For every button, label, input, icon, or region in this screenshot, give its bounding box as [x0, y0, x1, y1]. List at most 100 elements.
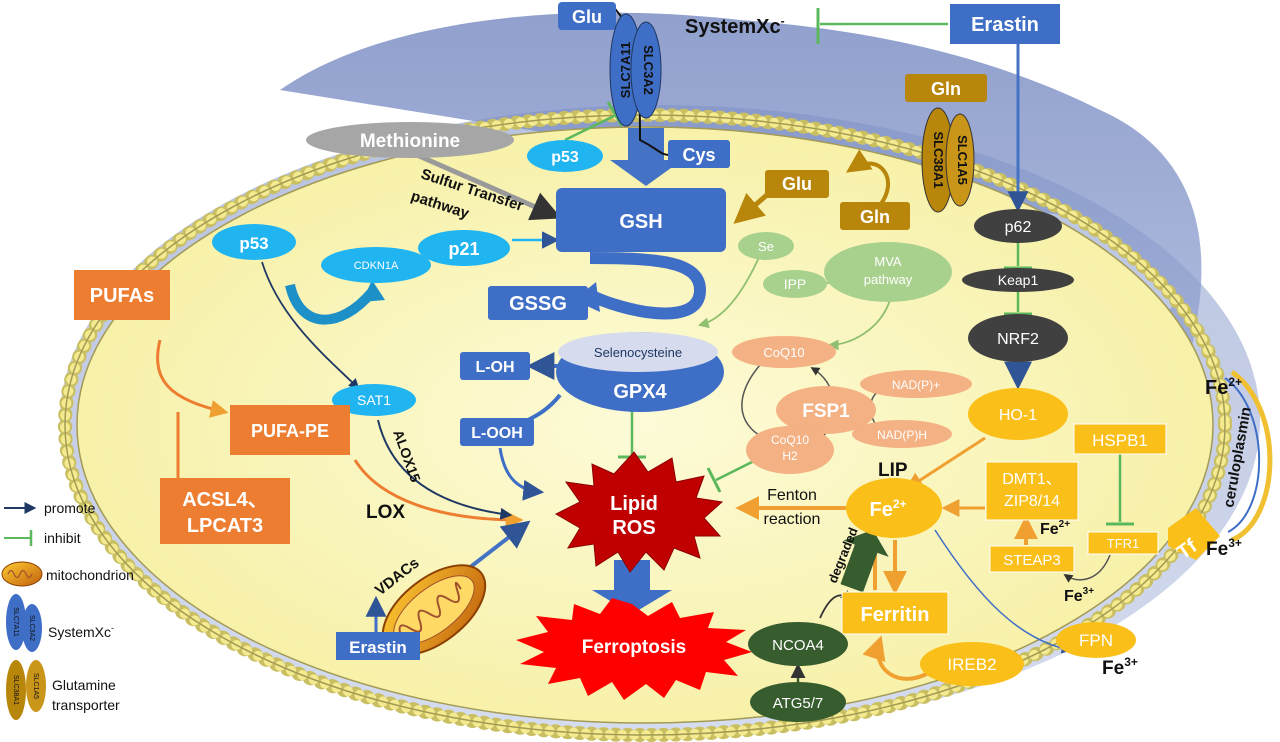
legend-slc3a2: SLC3A2 [28, 615, 35, 641]
methionine-gsh-arrow [408, 149, 562, 221]
lipid-ros-burst [554, 451, 724, 573]
erastin-top-box [950, 4, 1060, 44]
gssg-label: GSSG [509, 293, 567, 315]
ceruloplasmin-arc-inner [1224, 377, 1261, 533]
cys-label: Cys [682, 145, 715, 165]
looh-box [460, 418, 534, 446]
coq10-node [732, 336, 836, 368]
fpn-node [1056, 622, 1136, 658]
gln-glu-arrow [846, 149, 891, 207]
pufas-pufape-arrow [156, 339, 229, 418]
legend-mitochondrion-label: mitochondrion [46, 567, 134, 583]
methionine-node [306, 122, 514, 158]
xc-gsh-arrow [610, 128, 682, 186]
sat1-node [332, 384, 416, 416]
ireb2-ferritin-arrow [862, 635, 932, 681]
erastin-bottom-box [336, 632, 420, 660]
erastin-bottom-label: Erastin [349, 638, 407, 657]
p53-cdkn1a-curve [285, 283, 376, 325]
legend-promote-label: promote [44, 500, 96, 516]
methionine-label: Methionine [360, 131, 460, 152]
p53-top-label: p53 [551, 149, 579, 166]
tfr1-steap3-arrow [1063, 554, 1111, 583]
legend-slc1a5: SLC1A5 [32, 673, 39, 699]
atg-label: ATG5/7 [773, 695, 824, 712]
legend: promote inhibit mitochondrion SLC7A11 SL… [1, 500, 134, 720]
mva-node [824, 242, 952, 302]
nadph-label: NAD(P)H [877, 428, 927, 442]
glu-mid-label: Glu [782, 174, 812, 194]
pufape-box [230, 405, 350, 455]
sat1-label: SAT1 [357, 392, 391, 408]
lox-label: LOX [366, 502, 405, 523]
pufas-label: PUFAs [90, 285, 154, 307]
ferritin-box [841, 591, 949, 635]
fe2-small-label: Fe2+ [1040, 519, 1070, 538]
ireb2-label: IREB2 [947, 655, 996, 674]
slc7a11-label: SLC7A11 [618, 42, 633, 98]
ireb2-node [920, 642, 1024, 686]
nadp-plus-label: NAD(P)+ [892, 378, 940, 392]
tfr1-box [1087, 531, 1159, 555]
ipp-node [763, 270, 827, 298]
mva-coq10-arrow [827, 299, 891, 351]
ferritin-label: Ferritin [861, 604, 930, 626]
slc38a1-label: SLC38A1 [931, 131, 946, 188]
fe3-tf-label: Fe3+ [1206, 536, 1242, 560]
steap3-label: STEAP3 [1003, 552, 1061, 569]
legend-mitochondrion-icon [1, 561, 43, 587]
ho1-fe-arrow [904, 436, 986, 490]
dmt1-line1: DMT1、 [1002, 471, 1062, 488]
legend-glutamine-line1: Glutamine [52, 677, 116, 693]
nrf2-node [968, 314, 1068, 362]
tfr1-label: TFR1 [1107, 536, 1140, 551]
fe-fpn-arrow [934, 529, 1073, 654]
cdkn1a-label: CDKN1A [354, 260, 399, 272]
fenton-line1: Fenton [767, 487, 817, 504]
nadp-plus-node [860, 370, 972, 398]
glu-top-box [558, 2, 616, 30]
se-node [738, 232, 794, 260]
legend-systemxc-label: SystemXc- [48, 623, 114, 640]
coq10h2-line1: CoQ10 [771, 433, 809, 447]
nrf2-label: NRF2 [997, 331, 1039, 348]
erastin-top-label: Erastin [971, 14, 1039, 36]
cys-box [668, 140, 730, 168]
lipid-ros-line2: ROS [612, 517, 655, 539]
lipid-ros-line1: Lipid [610, 493, 658, 515]
gsh-box [556, 188, 726, 252]
ho1-label: HO-1 [999, 407, 1037, 424]
fenton-line2: reaction [764, 511, 821, 528]
selenocysteine-label: Selenocysteine [594, 345, 682, 360]
ncoa4-node [748, 622, 848, 666]
looh-label: L-OOH [471, 425, 523, 442]
p62-node [974, 209, 1062, 243]
selenocysteine-node [558, 332, 718, 372]
gsh-label: GSH [619, 211, 662, 233]
ipp-label: IPP [784, 276, 807, 292]
coq10h2-line2: H2 [782, 449, 798, 463]
mva-line2: pathway [864, 272, 913, 287]
se-gpx4-arrow [697, 254, 761, 329]
legend-inhibit-label: inhibit [44, 530, 81, 546]
fe-lip-label: Fe2+ [869, 497, 906, 521]
gln-mid-label: Gln [860, 207, 890, 227]
coq10-label: CoQ10 [763, 345, 804, 360]
slc3a2-label: SLC3A2 [641, 45, 656, 95]
sat1-ros-arrow [377, 419, 513, 520]
keap1-label: Keap1 [998, 272, 1039, 288]
p53-sat1-arrow [261, 261, 360, 390]
acsl4-line1: ACSL4、 [182, 489, 268, 511]
acsl4-line2: LPCAT3 [187, 515, 263, 537]
pufas-box [74, 270, 170, 320]
gln-top-box [905, 74, 987, 102]
ferroptosis-label: Ferroptosis [582, 637, 687, 658]
se-label: Se [758, 239, 774, 254]
p53-left-label: p53 [239, 234, 268, 253]
legend-glutamine-line2: transporter [52, 697, 120, 713]
cdkn1a-node [321, 247, 431, 283]
ceruloplasmin-arc [1230, 369, 1273, 543]
glu-mid-box [765, 170, 829, 198]
